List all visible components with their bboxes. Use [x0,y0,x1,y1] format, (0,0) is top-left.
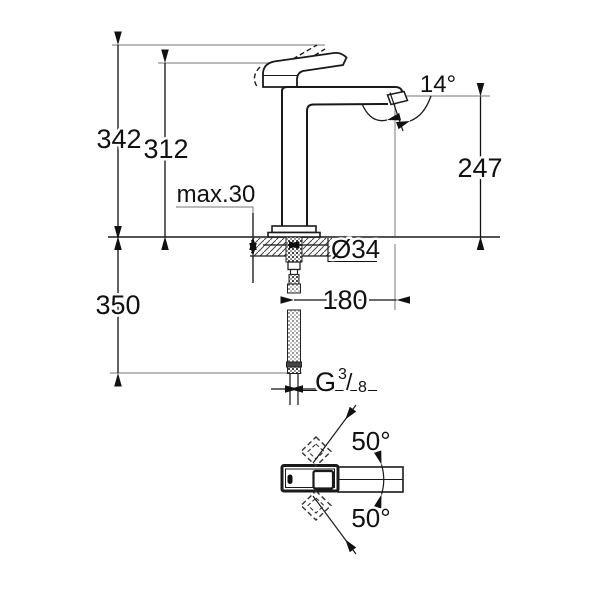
label-342: 342 [96,124,141,154]
label-max30: max.30 [177,181,256,208]
hose-end-fitting [287,366,301,374]
d34-label-leader [327,238,377,263]
hose-collar [288,274,300,285]
counter-hatch-left [251,238,286,256]
label-d34: Ø34 [331,234,380,264]
threaded-shank [285,236,303,263]
extension-lines [110,44,490,374]
swivel-arc-double-arrow [373,450,385,509]
diamond-up-outer [299,436,333,467]
diamond-down-outer [299,490,333,521]
label-312: 312 [143,134,188,164]
label-thread-g: G [315,367,336,397]
braided-hose-lower [287,309,301,363]
label-180: 180 [322,285,367,315]
label-thread-slash: / [346,369,353,395]
top-view-cartridge [312,469,335,490]
stream-arc-left [361,103,402,122]
braided-hose-upper [287,283,301,294]
counter-hatch-right [303,238,332,256]
swivel-arrow-down [345,539,357,553]
label-50deg-up: 50° [351,426,390,456]
hose-end-band [286,361,302,368]
body-inner-outline [306,103,389,226]
base-plate-lower [267,231,321,238]
dimension-lines [114,31,485,393]
faucet-side-view [253,44,432,238]
diamond-down-inner [307,497,325,514]
label-247: 247 [457,153,502,183]
dimension-labels: 342 312 max.30 350 247 Ø34 180 14° G 3 /… [93,69,505,536]
mounting-nut [287,261,301,271]
top-view-handle-tip [287,474,293,484]
lever-handle [262,51,348,88]
top-view-body-inner [285,468,335,488]
supply-assembly [285,236,303,405]
label-14deg: 14° [420,71,456,98]
max30-leader-line [176,206,254,213]
body-outer-outline [281,86,406,226]
label-350: 350 [95,290,140,320]
label-thread-denominator: 8 [358,379,367,396]
base-plate-upper [271,225,317,234]
stream-arc-right [396,95,432,130]
label-50deg-down: 50° [351,503,390,533]
label-thread-numerator: 3 [338,366,347,383]
mounting-stud [289,268,299,276]
faucet-top-view [280,404,404,555]
swivel-arrow-up [345,406,357,420]
counter-section [108,236,500,257]
